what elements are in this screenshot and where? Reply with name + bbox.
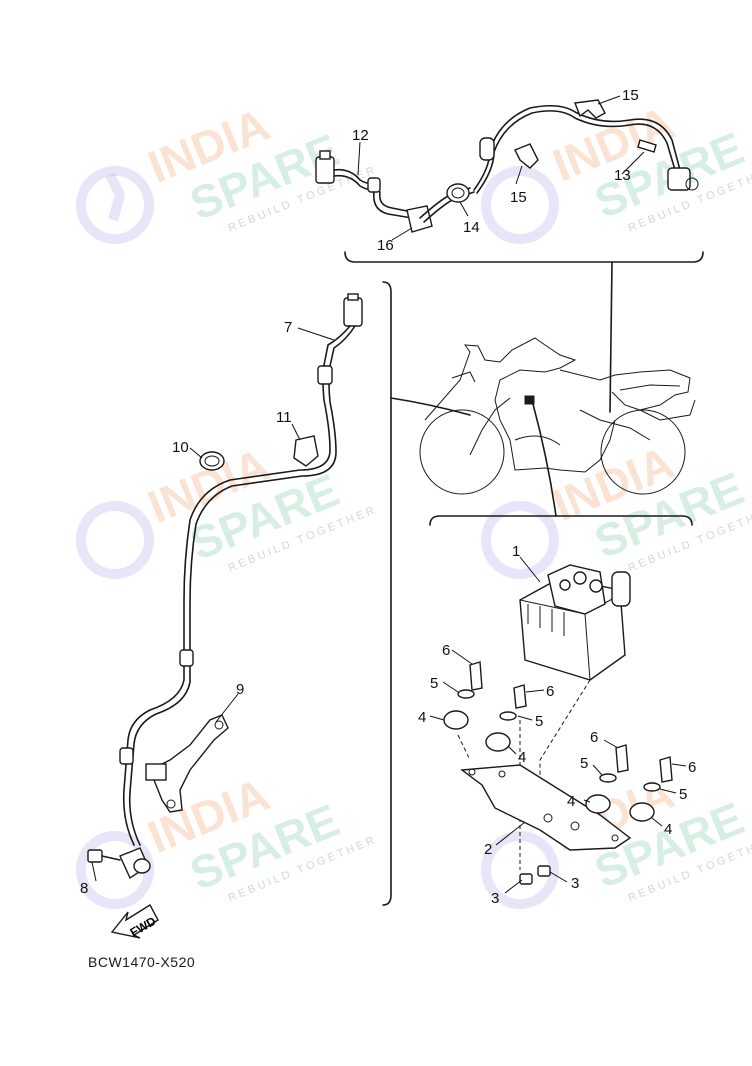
callout-6: 6 — [590, 729, 598, 746]
watermark-logo — [481, 501, 559, 579]
callout-5: 5 — [535, 713, 543, 730]
callout-15: 15 — [622, 87, 639, 104]
callout-12: 12 — [352, 127, 369, 144]
watermark-group: INDIA SPARE REBUILD TOGETHER INDIA SPARE… — [76, 96, 752, 909]
callout-3: 3 — [491, 890, 499, 907]
callout-2: 2 — [484, 841, 492, 858]
callout-6: 6 — [546, 683, 554, 700]
callout-4: 4 — [664, 821, 672, 838]
callout-4: 4 — [518, 749, 526, 766]
callout-6: 6 — [442, 642, 450, 659]
front-sensor-lead: FWD — [87, 293, 363, 940]
callout-9: 9 — [236, 681, 244, 698]
fwd-arrow: FWD — [110, 904, 159, 940]
callout-14: 14 — [463, 219, 480, 236]
callout-7: 7 — [284, 319, 292, 336]
callout-numbers: 1 2 3 3 4 4 4 4 5 5 5 5 6 6 6 6 7 8 9 10… — [80, 87, 696, 907]
callout-5: 5 — [679, 786, 687, 803]
section-brackets — [344, 251, 704, 906]
callout-5: 5 — [580, 755, 588, 772]
rear-sensor-lead — [315, 99, 699, 233]
callout-1: 1 — [512, 543, 520, 560]
callout-4: 4 — [418, 709, 426, 726]
callout-16: 16 — [377, 237, 394, 254]
callout-leaders — [91, 95, 687, 894]
callout-8: 8 — [80, 880, 88, 897]
callout-10: 10 — [172, 439, 189, 456]
callout-4: 4 — [567, 793, 575, 810]
callout-3: 3 — [571, 875, 579, 892]
diagram-code-label: BCW1470-X520 — [88, 954, 196, 970]
callout-13: 13 — [614, 167, 631, 184]
watermark-logo — [76, 501, 154, 579]
callout-6: 6 — [688, 759, 696, 776]
motorcycle-location-view — [419, 337, 696, 495]
section-leader — [390, 397, 471, 416]
section-leader — [609, 261, 613, 413]
callout-11: 11 — [276, 409, 292, 426]
callout-15: 15 — [510, 189, 527, 206]
hydraulic-unit-assembly — [443, 564, 673, 885]
callout-5: 5 — [430, 675, 438, 692]
watermark-logo — [76, 166, 154, 244]
section-leader — [532, 403, 557, 517]
